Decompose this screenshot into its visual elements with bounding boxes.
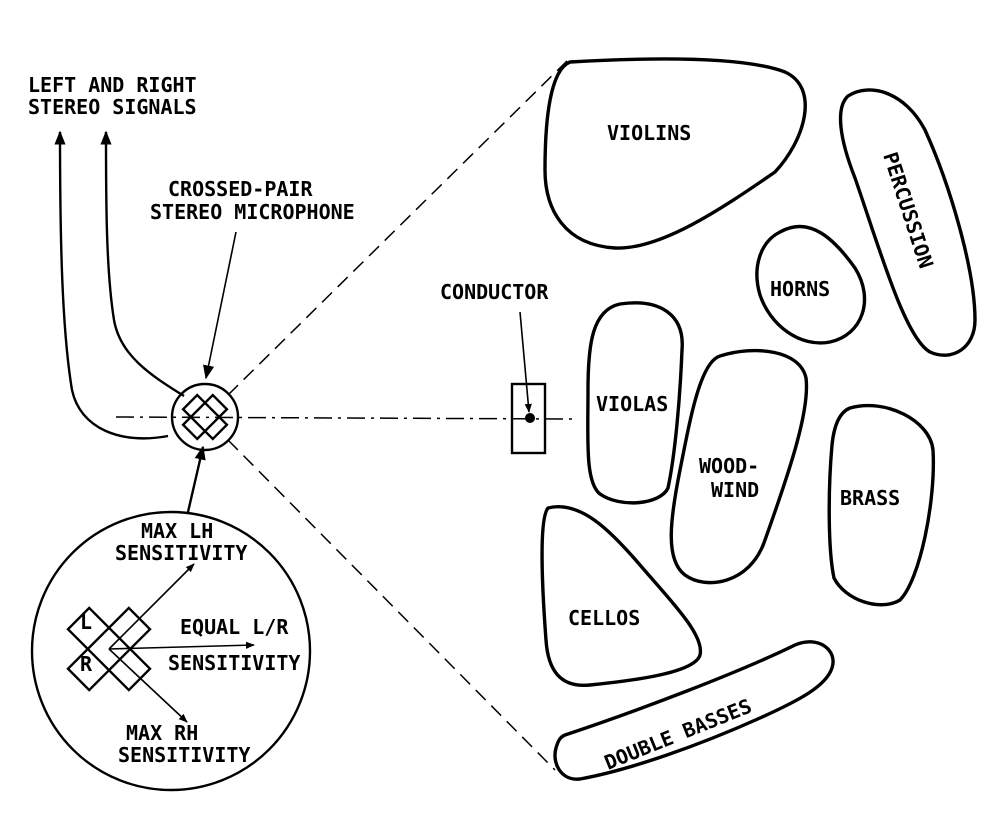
left-signal-cable <box>54 130 169 440</box>
mic-label-arrow <box>203 231 237 380</box>
max-rh-label-line2: SENSITIVITY <box>118 743 250 767</box>
percussion-label: PERCUSSION <box>878 149 938 271</box>
double-basses-section <box>553 640 835 781</box>
equal-label-line2: SENSITIVITY <box>168 651 300 675</box>
violas-section <box>586 301 684 505</box>
brass-section <box>827 403 936 607</box>
max-lh-label-line2: SENSITIVITY <box>115 541 247 565</box>
equal-arrow <box>108 641 255 650</box>
max-rh-label-line1: MAX RH <box>126 721 198 745</box>
percussion-section <box>838 88 977 357</box>
woodwind-label-line1: WOOD- <box>699 454 759 478</box>
max-lh-label-line1: MAX LH <box>141 519 213 543</box>
detail-pointer-arrow <box>186 445 206 513</box>
capsule-l-label: L <box>80 610 92 634</box>
stereo-signals-label-line2: STEREO SIGNALS <box>28 95 197 119</box>
center-axis-line <box>115 416 576 420</box>
double-basses-label: DOUBLE BASSES <box>601 694 755 775</box>
conductor-label: CONDUCTOR <box>440 280 549 304</box>
horns-label: HORNS <box>770 277 830 301</box>
max-lh-arrow <box>108 563 195 650</box>
violins-section <box>543 57 807 250</box>
mic-label-line2: STEREO MICROPHONE <box>150 200 355 224</box>
max-rh-arrow <box>108 648 188 723</box>
horns-section <box>755 224 867 345</box>
detail-inset-circle <box>30 510 312 792</box>
violas-label: VIOLAS <box>596 392 668 416</box>
capsule-r-label: R <box>80 652 93 676</box>
woodwind-section <box>669 348 809 585</box>
cellos-label: CELLOS <box>568 606 640 630</box>
stereo-signals-label-line1: LEFT AND RIGHT <box>28 73 197 97</box>
mic-label-line1: CROSSED-PAIR <box>168 177 313 201</box>
woodwind-label-line2: WIND <box>711 478 759 502</box>
pickup-angle-upper <box>227 57 571 396</box>
cellos-section <box>540 505 703 687</box>
violins-label: VIOLINS <box>607 121 691 145</box>
pickup-angle-lower <box>227 439 556 771</box>
conductor-position-icon <box>525 413 535 423</box>
right-signal-cable <box>100 130 185 398</box>
conductor-arrow <box>519 311 532 413</box>
brass-label: BRASS <box>840 486 900 510</box>
equal-label-line1: EQUAL L/R <box>180 615 289 639</box>
conductor-podium <box>510 382 547 455</box>
